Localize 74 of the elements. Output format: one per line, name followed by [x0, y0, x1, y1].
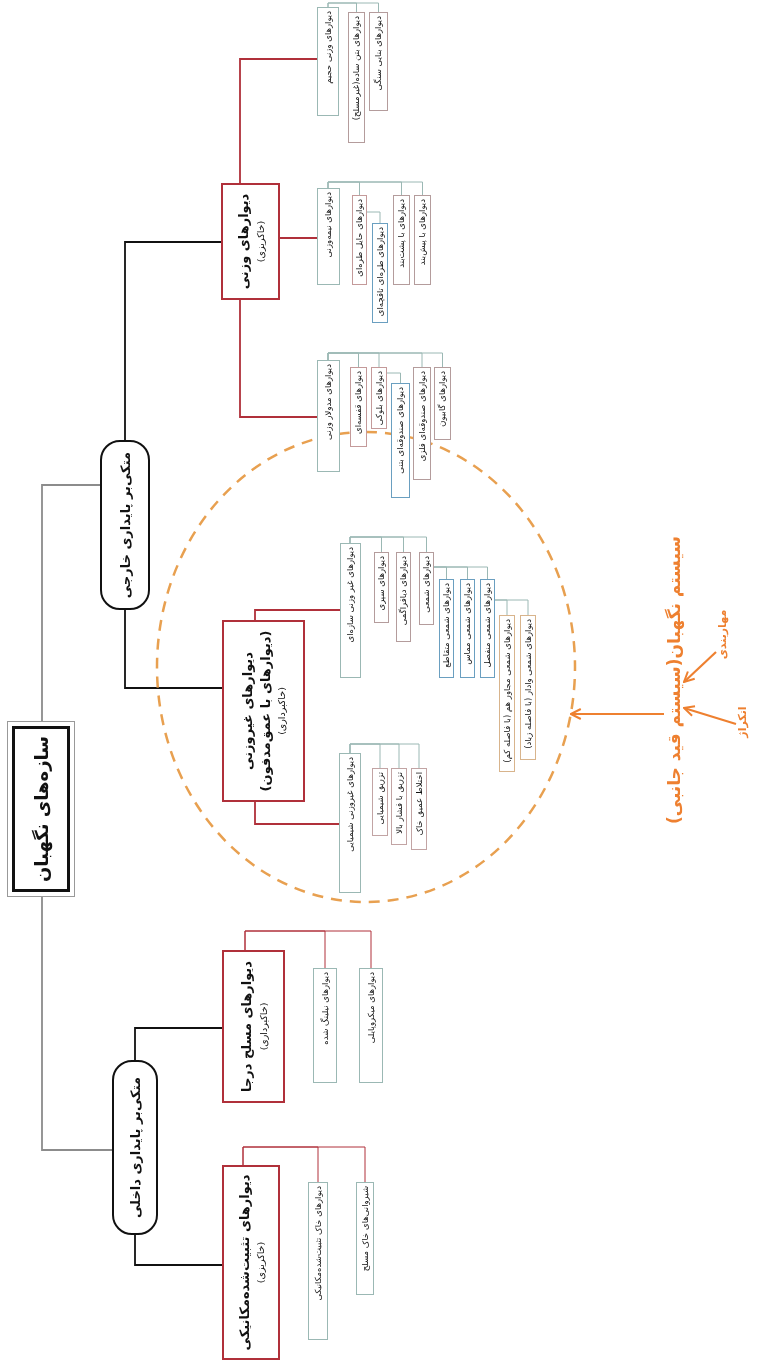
arrow — [569, 708, 664, 720]
item-box: دیوارهای شمعی وادار (با فاصله زیاد) — [520, 615, 536, 760]
box-note: (خاکریزی) — [254, 220, 266, 263]
root-box: سازه‌های نگهبان — [7, 721, 75, 898]
box-heading: دیوارهای وزنی — [235, 193, 253, 290]
annotation-label: مهاربندی — [716, 605, 729, 664]
item-box: دیوارهای شمعی منفصل — [480, 579, 495, 678]
connector-line — [327, 352, 443, 368]
item-box: دیوارهای شمعی مجاور هم (با فاصله کم) — [499, 615, 515, 772]
connector-line — [124, 609, 223, 689]
connector-line — [41, 484, 101, 722]
item-box: دیوارهای صندوقه‌ای فلزی — [413, 367, 431, 480]
item-box: دیوارهای قفسه‌ای — [350, 367, 367, 447]
item-box: دیوارهای غیر وزنی سازه‌ای — [340, 543, 361, 678]
item-box: دیوارهای بنایی سنگی — [369, 12, 388, 111]
item-box: دیوارهای نیمه‌وزنی — [317, 188, 340, 285]
connector-line — [41, 896, 113, 1151]
category-pill: متکی‌بر پایداری داخلی — [112, 1060, 158, 1235]
category-pill: متکی‌بر پایداری خارجی — [100, 440, 150, 611]
box-note: (خاکریزی) — [255, 1241, 267, 1284]
connector-line — [494, 599, 529, 616]
category-box — [222, 1165, 280, 1360]
item-box: دیوارهای میکروپایلی — [359, 968, 383, 1083]
connector-line — [327, 181, 423, 196]
box-heading: دیوارهای تثبیت‌شده‌مکانیکی — [235, 1174, 253, 1351]
connector-line — [134, 1027, 223, 1061]
arrow — [683, 651, 717, 683]
connector-line — [254, 801, 340, 825]
annotation-title: سیستم نگهبان(سیستم قید جانبی) — [664, 520, 684, 840]
connector-line — [254, 609, 341, 621]
connector-line — [386, 372, 401, 384]
item-box: دیوارهای شمعی — [419, 552, 434, 625]
box-note: (خاکبرداری) — [257, 1002, 269, 1051]
item-box: دیوارهای سپری — [374, 552, 389, 623]
item-box: دیوارهای با پیش‌بند — [414, 195, 431, 285]
connector-line — [327, 2, 379, 13]
item-box: دیوارهای با پشت‌بند — [393, 195, 410, 285]
connector-line — [349, 536, 427, 553]
item-box: دیوارهای بلوکی — [371, 367, 387, 430]
item-box: دیوارهای مدولار وزنی — [317, 360, 340, 472]
box-heading: دیوارهای مسلح درجا — [238, 961, 256, 1092]
connector-line — [124, 241, 222, 441]
connector-line — [242, 1146, 366, 1183]
category-box — [222, 950, 285, 1103]
item-box: دیوارهای صندوقه‌ای بتنی — [391, 383, 410, 498]
item-box: دیوارهای بتن ساده(غیرمسلح) — [348, 12, 365, 143]
connector-line — [244, 930, 372, 969]
connector-line — [239, 299, 318, 418]
connector-line — [239, 58, 318, 184]
item-box: دیوارهای حایل طره‌ای — [352, 195, 367, 285]
item-box: شیروانی‌های خاک مسلح — [356, 1182, 374, 1295]
category-box — [222, 620, 305, 802]
box-heading: دیوارهای غیروزنی (دیوارهای با عمق‌مدفون) — [239, 629, 274, 794]
item-box: اختلاط عمیق خاک — [411, 768, 427, 850]
connector-line — [279, 237, 318, 239]
item-box: تزریق شیمیایی — [372, 768, 388, 836]
item-box: دیوارهای گابیون — [434, 367, 451, 440]
arrow — [683, 705, 737, 726]
category-box — [221, 183, 280, 300]
item-box: دیوارهای شمعی متقاطع — [439, 579, 454, 678]
item-box: دیوارهای دیافراگمی — [396, 552, 411, 642]
item-box: دیوارهای طره‌ای تاقچه‌ای — [372, 223, 388, 323]
connector-line — [134, 1234, 223, 1266]
connector-line — [366, 211, 381, 224]
item-box: تزریق با فشار بالا — [391, 768, 407, 845]
item-box: دیوارهای وزنی حجیم — [317, 7, 339, 116]
item-box: دیوارهای نیلینگ شده — [313, 968, 337, 1083]
connector-line — [349, 743, 420, 769]
annotation-label: انکراژ — [736, 700, 749, 744]
connector-line — [433, 566, 488, 580]
item-box: دیوارهای غیروزنی شیمیایی — [339, 753, 361, 893]
item-box: دیوارهای خاک تثبیت‌شده‌مکانیکی — [308, 1182, 328, 1340]
item-box: دیوارهای شمعی مماس — [460, 579, 475, 678]
box-note: (خاکبرداری) — [276, 687, 288, 735]
